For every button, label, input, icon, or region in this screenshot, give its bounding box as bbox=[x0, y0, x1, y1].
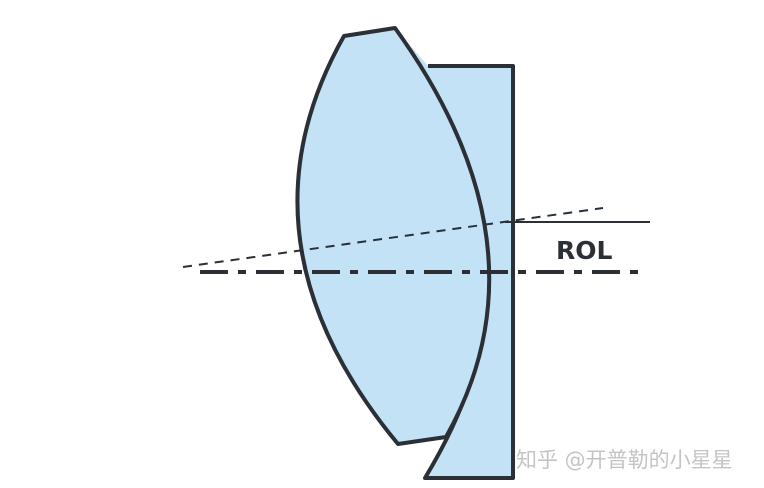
chief-ray-dashed bbox=[182, 207, 604, 268]
plano-element bbox=[395, 28, 513, 478]
watermark: 知乎 @开普勒的小星星 bbox=[516, 448, 733, 472]
biconvex-lens bbox=[295, 26, 492, 446]
rol-label: ROL bbox=[556, 236, 613, 265]
